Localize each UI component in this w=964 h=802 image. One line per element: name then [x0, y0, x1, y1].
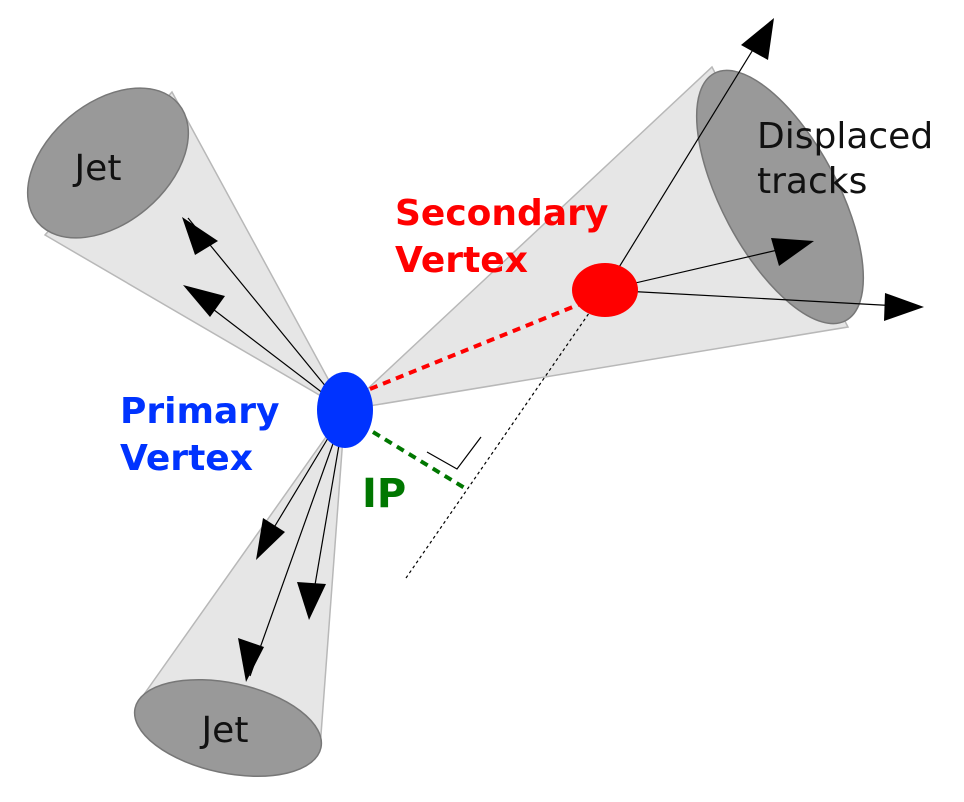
upper-jet-cap [26, 87, 190, 239]
arrowhead-lower-1 [256, 518, 285, 560]
secondary-vertex [572, 263, 638, 317]
lower-jet-label: Jet [200, 710, 249, 751]
flight-path-line [369, 300, 586, 391]
arrowhead-upper-1 [182, 217, 218, 255]
extrapolated-track-line [405, 289, 606, 579]
displaced-track-long [604, 21, 771, 291]
displaced-track-mid [604, 242, 809, 291]
displaced-label-line1: Displaced [757, 116, 933, 157]
lower-jet-cap [133, 679, 323, 777]
right-angle-marker [426, 436, 482, 470]
displaced-tracks [604, 18, 924, 321]
secondary-vertex-label-line1: Secondary [395, 193, 608, 234]
track-lower-2 [249, 409, 346, 677]
arrowhead-mid [771, 238, 814, 266]
arrowhead-lower-3 [297, 582, 326, 620]
primary-vertex [317, 372, 373, 448]
displaced-label-line2: tracks [757, 161, 867, 202]
secondary-vertex-label-line2: Vertex [395, 240, 528, 281]
arrowhead-low [884, 293, 924, 321]
displaced-jet: Displaced tracks [342, 65, 933, 412]
upper-jet: Jet [26, 87, 347, 413]
displaced-track-low [604, 289, 919, 308]
displaced-jet-cap [695, 69, 865, 325]
primary-tracks [182, 217, 346, 682]
arrowhead-lower-2 [238, 638, 264, 682]
arrowhead-upper-2 [183, 285, 225, 317]
primary-vertex-label-line1: Primary [120, 391, 280, 432]
primary-vertex-label-line2: Vertex [120, 438, 253, 479]
upper-jet-label: Jet [73, 148, 122, 189]
track-upper-1 [187, 217, 346, 411]
arrowhead-long [741, 18, 774, 60]
impact-parameter-line [371, 430, 470, 492]
ip-label: IP [362, 471, 406, 517]
